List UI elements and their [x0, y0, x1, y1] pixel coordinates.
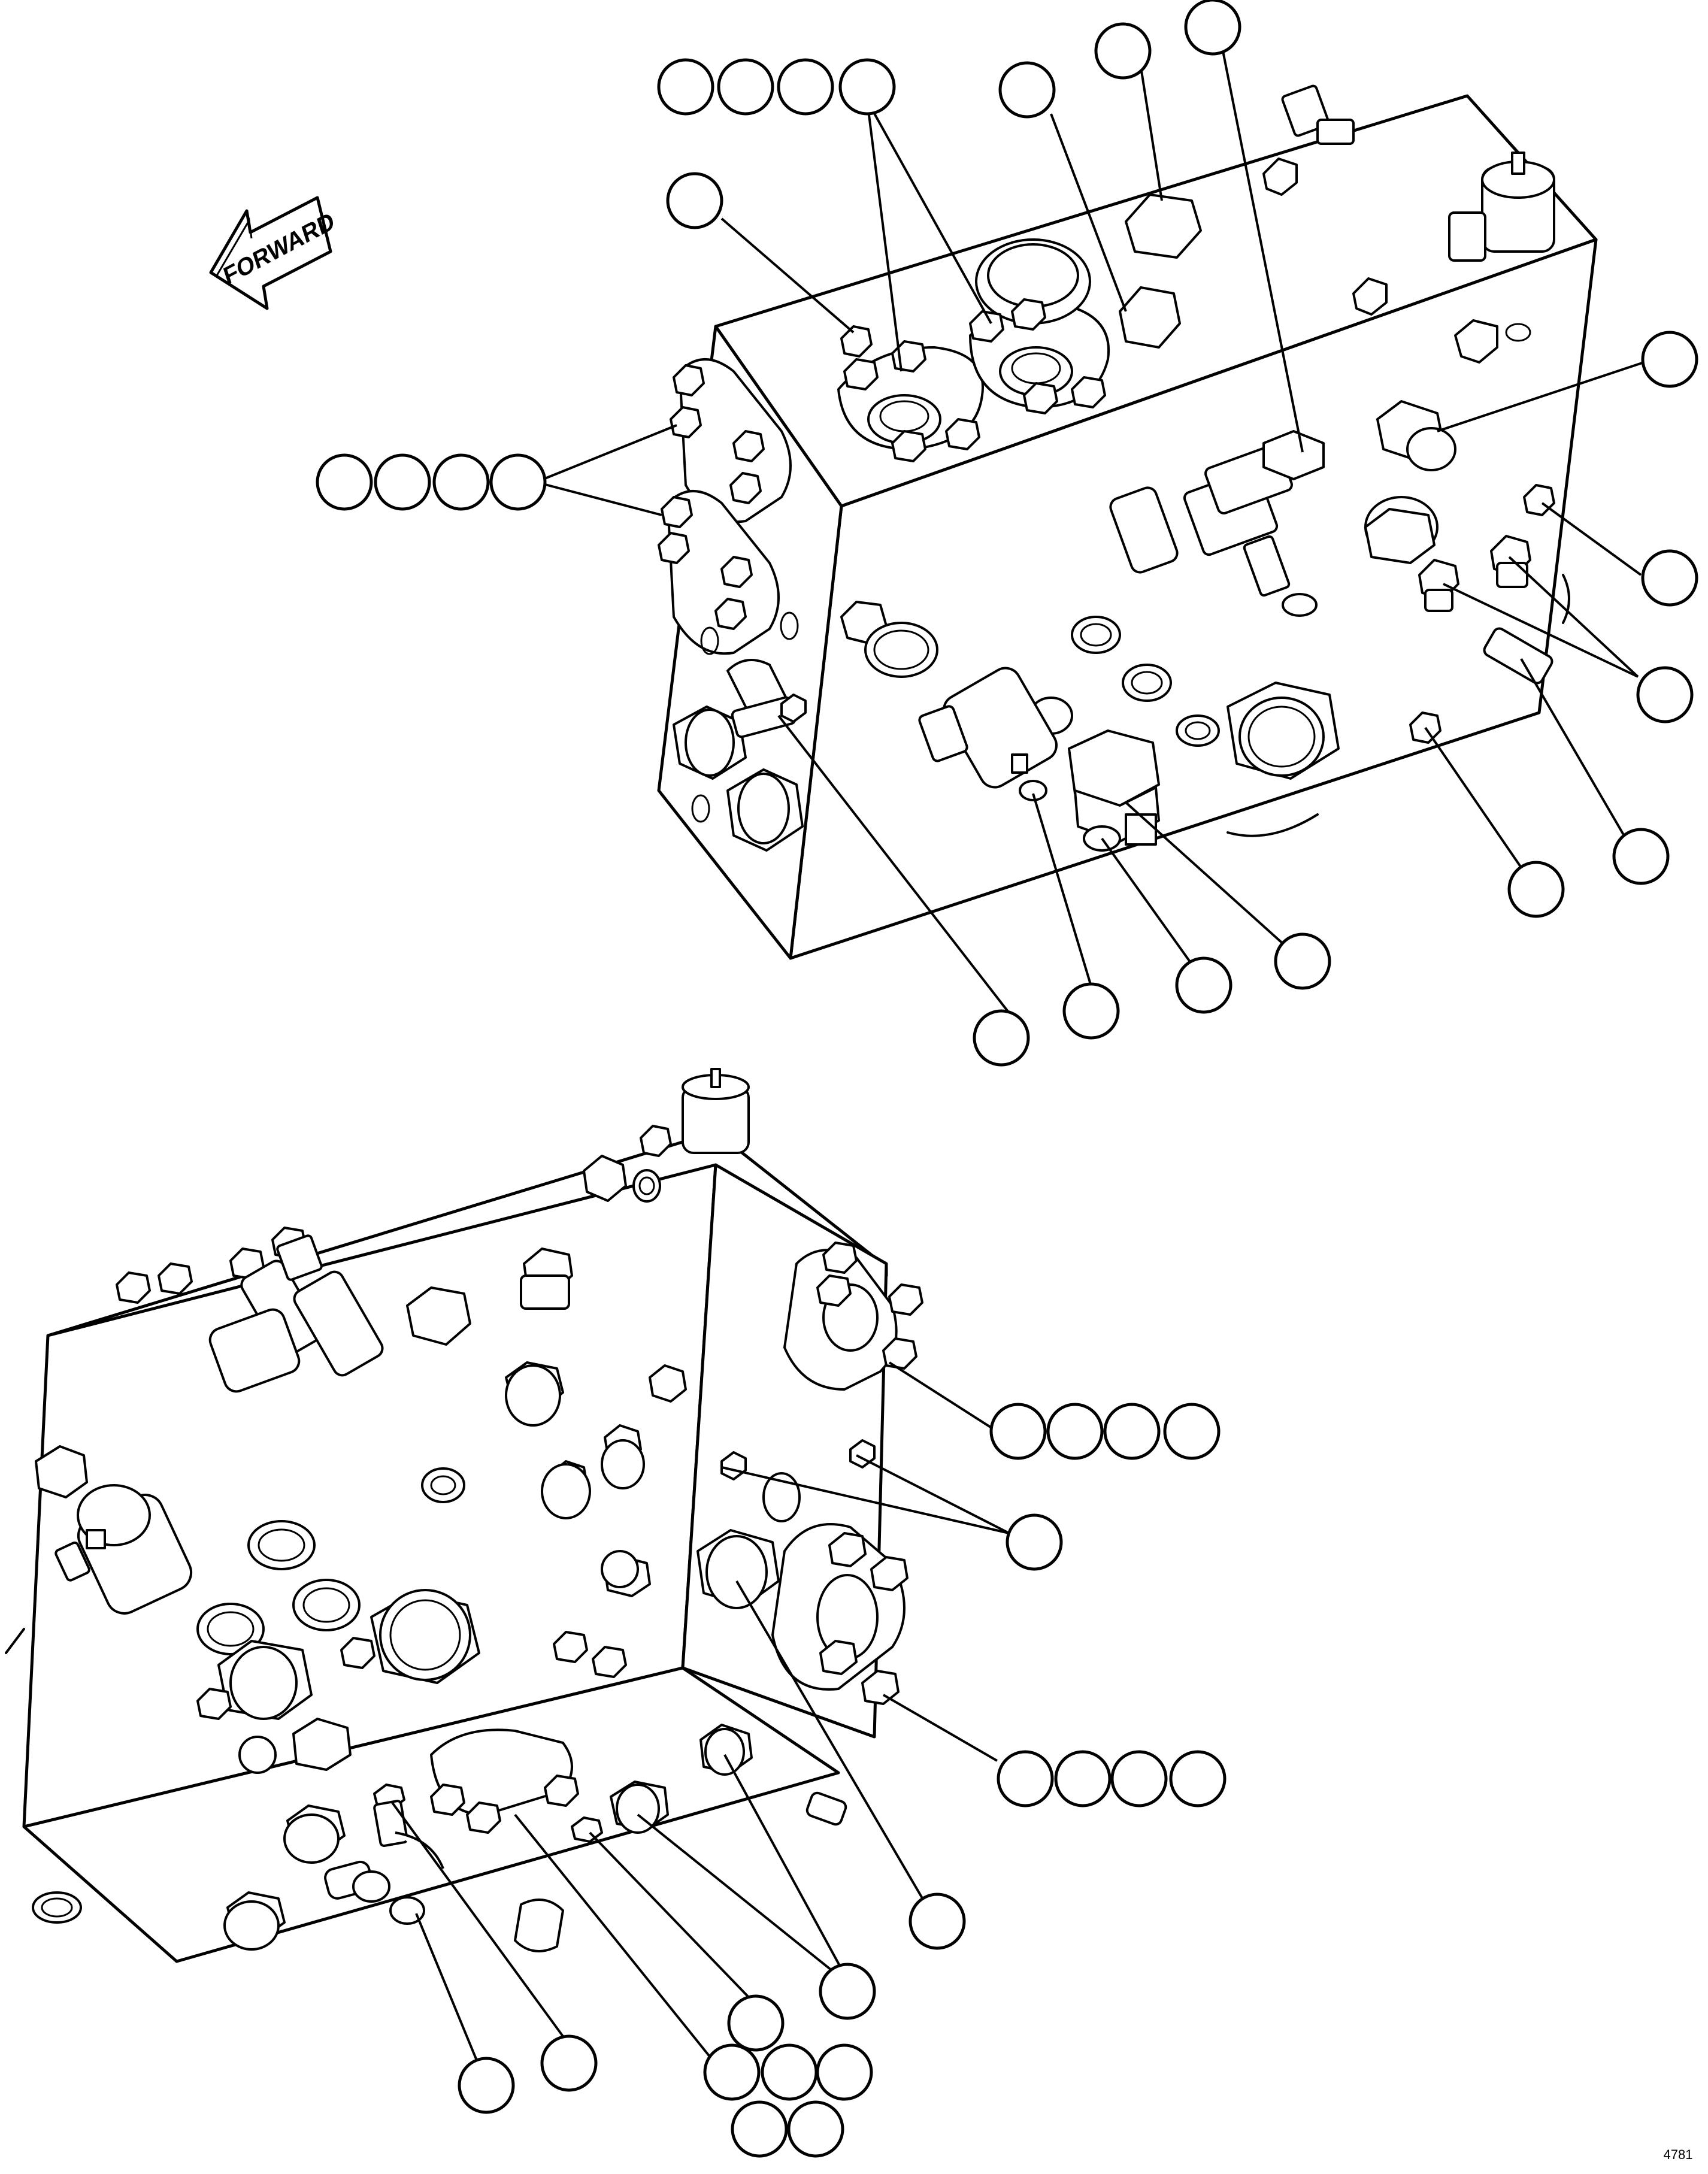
callout-bubble[interactable]: [1103, 1403, 1161, 1460]
lower-block-bottom-face: [22, 1666, 840, 1963]
upper-front-face-parts: [840, 400, 1570, 852]
callout-bubble[interactable]: [1636, 666, 1694, 723]
callout-bubble[interactable]: [1163, 1403, 1221, 1460]
upper-valve-assembly: [316, 0, 1698, 1067]
lower-callouts: [391, 1361, 1227, 2158]
drawing-number: 4781: [1664, 2147, 1693, 2162]
callout-bubble[interactable]: [997, 1750, 1054, 1807]
callout-bubble[interactable]: [540, 2034, 598, 2092]
upper-top-hex-plug: [1119, 193, 1202, 349]
callout-bubble[interactable]: [1062, 982, 1120, 1040]
callout-bubble[interactable]: [1046, 1403, 1104, 1460]
callout-bubble[interactable]: [787, 2100, 844, 2158]
callout-bubble[interactable]: [838, 58, 896, 116]
callout-bubble[interactable]: [489, 453, 547, 511]
upper-callouts: [316, 0, 1698, 1067]
callout-bubble[interactable]: [1094, 22, 1152, 80]
lower-front-face-items: [5, 1155, 687, 1774]
callout-bubble[interactable]: [908, 1893, 966, 1950]
callout-bubble[interactable]: [727, 1994, 785, 2052]
callout-bubble[interactable]: [816, 2043, 873, 2101]
forward-arrow-icon: FORWARD: [209, 196, 338, 310]
upper-left-flange-bottom: [658, 490, 780, 655]
callout-bubble[interactable]: [819, 1963, 876, 2020]
callout-bubble[interactable]: [432, 453, 490, 511]
callout-bubble[interactable]: [458, 2057, 515, 2114]
lower-bottom-face-items: [32, 1724, 847, 1952]
callout-bubble[interactable]: [374, 453, 431, 511]
lower-top-face-items: [116, 1068, 750, 1393]
callout-bubble[interactable]: [1006, 1513, 1063, 1571]
upper-top-sender: [1281, 84, 1355, 145]
callout-bubble[interactable]: [666, 172, 723, 229]
lower-valve-assembly: [5, 1068, 1227, 2158]
callout-bubble[interactable]: [1274, 932, 1331, 990]
callout-bubble[interactable]: [998, 61, 1056, 119]
callout-bubble[interactable]: [1110, 1750, 1168, 1807]
upper-top-solenoid: [1448, 152, 1555, 262]
callout-bubble[interactable]: [989, 1403, 1047, 1460]
callout-bubble[interactable]: [1169, 1750, 1227, 1807]
callout-bubble[interactable]: [1175, 956, 1232, 1014]
callout-bubble[interactable]: [973, 1009, 1030, 1067]
upper-left-face-plugs: [673, 611, 807, 852]
callout-bubble[interactable]: [717, 58, 774, 116]
callout-bubble[interactable]: [1641, 331, 1698, 388]
callout-bubble[interactable]: [1507, 861, 1565, 918]
callout-bubble[interactable]: [777, 58, 834, 116]
callout-bubble[interactable]: [316, 453, 373, 511]
upper-top-small-bolts: [1262, 158, 1531, 364]
callout-bubble[interactable]: [1641, 549, 1698, 607]
callout-bubble[interactable]: [761, 2043, 818, 2101]
upper-left-flange-top: [670, 358, 792, 523]
callout-bubble[interactable]: [731, 2100, 788, 2158]
callout-bubble[interactable]: [1054, 1750, 1112, 1807]
callout-bubble[interactable]: [703, 2043, 761, 2101]
callout-bubble[interactable]: [657, 58, 714, 116]
callout-bubble[interactable]: [1612, 828, 1670, 885]
callout-bubble[interactable]: [1184, 0, 1241, 56]
